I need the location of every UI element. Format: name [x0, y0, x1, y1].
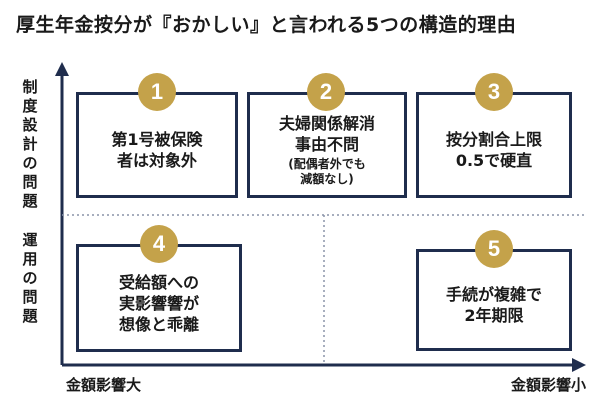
x-axis-left-label: 金額影響大: [66, 376, 142, 394]
reason-card-4-text: 受給額への 実影響響が 想像と乖離: [119, 272, 199, 335]
reason-card-1: 第1号被保険 者は対象外: [76, 92, 238, 198]
reason-card-1-line-2: 者は対象外: [116, 151, 197, 170]
y-axis-top-label: 制度設計の問題: [22, 78, 38, 210]
page-title: 厚生年金按分が『おかしい』と言われる5つの構造的理由: [16, 14, 517, 36]
reason-badge-2: 2: [307, 73, 345, 111]
reason-card-3-line-2: 0.5で硬直: [455, 151, 533, 170]
reason-card-5-text: 手続が複雑で 2年期限: [446, 284, 542, 326]
reason-card-4-line-1: 受給額への: [118, 272, 199, 292]
reason-card-2-line-2: 事由不問: [294, 135, 359, 154]
reason-card-2-line-1: 夫婦関係解消: [278, 114, 375, 133]
reason-badge-1: 1: [138, 73, 176, 111]
reason-card-2-text: 夫婦関係解消 事由不問: [279, 113, 375, 155]
reason-card-1-text: 第1号被保険 者は対象外: [111, 129, 202, 171]
reason-card-5-line-2: 2年期限: [464, 306, 524, 325]
x-axis-right-label: 金額影響小: [510, 376, 586, 394]
reason-badge-4: 4: [140, 225, 178, 263]
reason-card-4-line-3: 想像と乖離: [118, 314, 199, 334]
reason-card-2: 夫婦関係解消 事由不問 (配偶者外でも 減額なし): [247, 92, 407, 198]
reason-card-2-note: (配偶者外でも 減額なし): [288, 157, 366, 187]
reason-card-3-text: 按分割合上限 0.5で硬直: [446, 129, 542, 171]
reason-card-1-line-1: 第1号被保険: [111, 130, 203, 149]
reason-card-4-line-2: 実影響響が: [118, 293, 199, 313]
reason-badge-5: 5: [475, 230, 513, 268]
x-axis-arrow: [572, 358, 586, 372]
reason-card-3-line-1: 按分割合上限: [445, 130, 542, 149]
reason-card-2-note-line-1: (配偶者外でも: [288, 157, 366, 171]
reason-card-4: 受給額への 実影響響が 想像と乖離: [76, 244, 242, 352]
reason-badge-3: 3: [475, 73, 513, 111]
reason-card-2-note-line-2: 減額なし): [300, 172, 354, 186]
y-axis-bottom-label: 運用の問題: [22, 231, 38, 325]
reason-card-5-line-1: 手続が複雑で: [445, 285, 542, 304]
y-axis-arrow: [55, 62, 69, 76]
